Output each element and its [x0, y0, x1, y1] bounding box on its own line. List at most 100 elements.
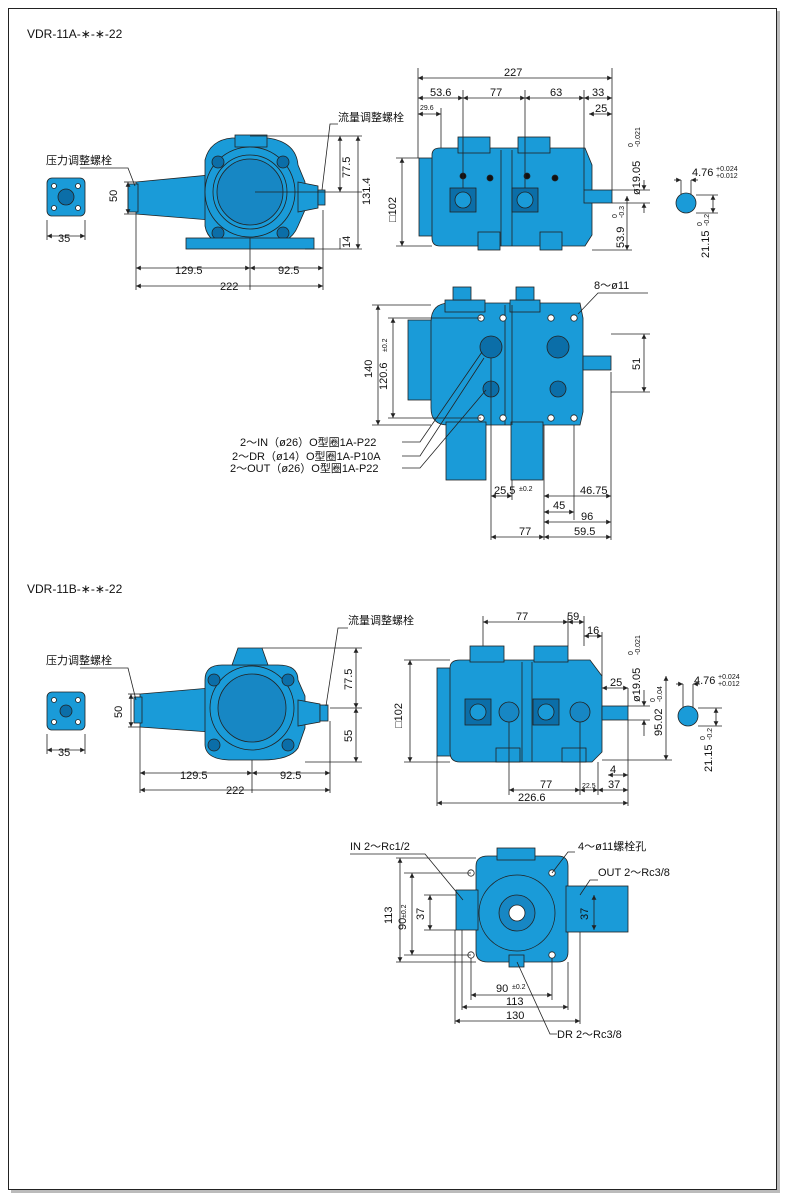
a-dim-536: 53.6 [430, 87, 451, 99]
a-dim-2115-tol-b: -0.2 [704, 214, 711, 226]
b-dim-end-w: 35 [58, 747, 70, 759]
a-dim-25: 25 [595, 103, 607, 115]
a-dim-539-tol-b: -0.3 [619, 206, 626, 218]
a-pressure-adjust-label: 压力调整螺栓 [46, 153, 112, 167]
a-dim-1206: 120.6 [378, 362, 390, 390]
a-dim-2115-tol-a: 0 [697, 222, 704, 226]
a-front-dims [396, 68, 650, 251]
a-dim-end-w: 35 [58, 233, 70, 245]
a-dim-key-w: 4.76 [692, 167, 713, 179]
b-holes-4-label: 4～ø11螺栓孔 [578, 839, 646, 853]
b-key-section [676, 681, 722, 727]
a-holes-8-label: 8～ø11 [594, 280, 629, 292]
b-dim-key-w: 4.76 [694, 675, 715, 687]
a-dim-96: 96 [581, 511, 593, 523]
b-rear-dims [350, 851, 598, 1035]
a-front-body [418, 136, 613, 251]
a-dim-222: 222 [220, 281, 238, 293]
a-side-dims [80, 123, 362, 290]
b-dim-37r: 37 [579, 908, 591, 920]
b-dim-37: 37 [608, 779, 620, 791]
a-end-view [46, 177, 86, 240]
a-port-in-label: 2～IN（ø26）O型圈1A-P22 [240, 435, 376, 449]
a-dim-77top: 77 [490, 87, 502, 99]
b-dim-113: 113 [383, 906, 395, 924]
a-dim-1295: 129.5 [175, 265, 203, 277]
b-front-body [436, 645, 629, 763]
b-dim-25: 25 [610, 677, 622, 689]
a-top-body [407, 286, 612, 481]
b-dim-4: 4 [610, 764, 616, 776]
b-dim-130: 130 [506, 1010, 524, 1022]
a-dim-539: 53.9 [615, 227, 627, 248]
b-dim-77bot: 77 [540, 779, 552, 791]
a-dim-296: 29.6 [420, 105, 434, 112]
b-dim-77top: 77 [516, 611, 528, 623]
a-port-out-label: 2～OUT（ø26）O型圈1A-P22 [230, 461, 379, 475]
a-dim-255-tol: ±0.2 [519, 486, 533, 493]
a-port-dr-label: 2～DR（ø14）O型圈1A-P10A [232, 449, 381, 463]
a-dim-1314: 131.4 [361, 177, 373, 205]
b-front-dims [404, 616, 672, 806]
a-dim-255: 25.5 [494, 485, 515, 497]
b-out-port-label: OUT 2～Rc3/8 [598, 867, 670, 879]
b-dim-sq102: □102 [393, 703, 405, 728]
b-pressure-adjust-label: 压力调整螺栓 [46, 653, 112, 667]
b-dim-113h: 113 [506, 996, 524, 1008]
b-dim-37v: 37 [415, 908, 427, 920]
b-dim-end-h: 50 [113, 706, 125, 718]
b-dim-925: 92.5 [280, 770, 301, 782]
b-dim-9502: 95.02 [653, 708, 665, 736]
b-dim-16: 16 [587, 625, 599, 637]
a-dim-51: 51 [631, 358, 643, 370]
b-dim-1295: 129.5 [180, 770, 208, 782]
b-dr-port-label: DR 2～Rc3/8 [557, 1029, 622, 1041]
a-key-section [674, 177, 718, 214]
b-dim-55: 55 [343, 730, 355, 742]
a-dim-4675: 46.75 [580, 485, 608, 497]
b-dim-key-tol-b: +0.012 [718, 681, 740, 688]
a-dim-140: 140 [363, 360, 375, 378]
a-dim-33: 33 [592, 87, 604, 99]
b-dim-9502-tol-a: 0 [650, 698, 657, 702]
b-dim-90-tol: ±0.2 [401, 904, 408, 918]
b-in-port-label: IN 2～Rc1/2 [350, 841, 410, 853]
b-dim-2115-tol-a: 0 [700, 736, 707, 740]
a-dim-key-tol-a: +0.024 [716, 166, 738, 173]
b-flow-adjust-label: 流量调整螺栓 [348, 613, 414, 627]
b-dim-2115-tol-b: -0.2 [707, 728, 714, 740]
b-dim-90: 90 [397, 918, 409, 930]
b-dim-59: 59 [567, 611, 579, 623]
a-dim-595: 59.5 [574, 526, 595, 538]
a-dim-2115: 21.15 [700, 230, 712, 258]
b-end-view [46, 691, 86, 754]
a-dim-775: 77.5 [341, 157, 353, 178]
section-title-vdr-11a: VDR-11A-∗-∗-22 [27, 27, 123, 41]
b-dim-key-tol-a: +0.024 [718, 674, 740, 681]
b-side-body [133, 647, 329, 761]
a-dim-14: 14 [341, 236, 353, 248]
b-dim-2266: 226.6 [518, 792, 546, 804]
b-dim-775: 77.5 [343, 669, 355, 690]
a-top-dims [372, 292, 650, 540]
a-dim-end-h: 50 [108, 190, 120, 202]
a-dim-925: 92.5 [278, 265, 299, 277]
b-dim-225: 22.5 [582, 783, 596, 790]
b-dim-222: 222 [226, 785, 244, 797]
b-side-dims [80, 627, 362, 793]
a-dim-45: 45 [553, 500, 565, 512]
b-dim-shaft: ø19.05 [631, 668, 643, 702]
b-rear-body [455, 847, 629, 968]
a-dim-shaft-tol-a: 0 [628, 143, 635, 147]
a-flow-adjust-label: 流量调整螺栓 [338, 110, 404, 124]
b-dim-2115: 21.15 [703, 744, 715, 772]
b-dim-9502-tol-b: -0.04 [657, 686, 664, 702]
section-title-vdr-11b: VDR-11B-∗-∗-22 [27, 582, 123, 596]
a-dim-sq102: □102 [387, 197, 399, 222]
a-dim-1206-tol: ±0.2 [382, 338, 389, 352]
a-dim-227: 227 [504, 67, 522, 79]
a-dim-shaft-tol-b: -0.021 [635, 127, 642, 147]
a-dim-77b: 77 [519, 526, 531, 538]
